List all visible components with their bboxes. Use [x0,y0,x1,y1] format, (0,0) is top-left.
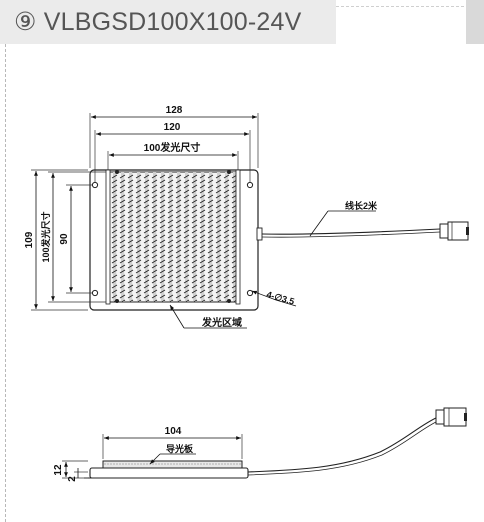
mount-hole-top-left [91,181,99,189]
dim-emit-width: 100发光尺寸 [144,141,201,154]
side-dim-plate-thickness: 2 [67,476,78,482]
page-edge-dashed-line [5,44,6,522]
side-cable [247,416,439,473]
title-tab: ⑨ VLBGSD100X100-24V [0,0,336,44]
dim-hole-spacing-h: 90 [59,233,70,245]
cable-length-label: 线长2米 [345,200,378,211]
dim-emit-height: 100发光尺寸 [40,211,51,262]
guide-plate-label: 导光板 [166,443,194,454]
side-connector [435,407,467,427]
guide-plate [102,460,243,469]
mount-hole-bottom-left [91,289,99,297]
product-title: ⑨ VLBGSD100X100-24V [14,8,302,36]
side-dim-total-thickness: 12 [53,464,64,476]
side-housing [89,467,249,479]
cable-grommet [256,227,263,241]
dim-overall-height: 109 [24,231,35,248]
mount-hole-top-right [246,181,254,189]
cable [261,228,441,235]
emit-area-label: 发光区域 [201,316,242,329]
mount-hole-bottom-right [246,289,254,297]
side-dim-width: 104 [165,426,182,437]
hole-spec-label: 4-∅3.5 [265,289,295,306]
emitting-area [105,169,241,305]
dim-overall-width: 128 [166,105,183,116]
page-top-dashed-line [336,6,484,7]
dim-hole-spacing-w: 120 [164,122,181,133]
right-tab-block [466,0,484,44]
side-view: 104 导光板 12 2 [53,407,467,482]
top-view: 128 120 100发光尺寸 109 100发光尺寸 90 [24,105,469,329]
cable-connector [439,221,469,241]
